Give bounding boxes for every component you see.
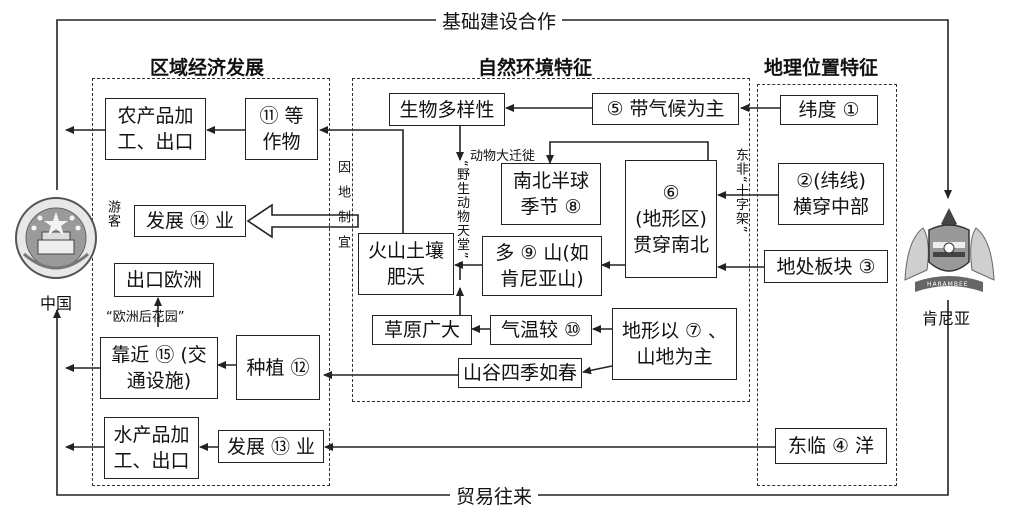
box-shangu-line1: 山谷四季如春 — [462, 362, 577, 384]
box-qiwen-line1: 气温较 ⑩ — [500, 319, 582, 341]
region-nature — [352, 78, 750, 402]
region-nature-title: 自然环境特征 — [478, 57, 593, 79]
china-label: 中国 — [40, 294, 73, 313]
label-dongfei: 东非“十字架” — [733, 148, 748, 234]
region-geo-title: 地理位置特征 — [764, 57, 879, 79]
label-dongwu: 动物大迁徙 — [470, 149, 536, 164]
box-weixian: ②(纬线) 横穿中部 — [778, 163, 884, 225]
box-zuowu-line1: ⑪ 等 — [259, 105, 304, 127]
region-econ-title: 区域经济发展 — [150, 57, 265, 79]
box-bankuai-line1: 地处板块 ③ — [776, 255, 876, 278]
box-dixing7: 地形以 ⑦ 、 山地为主 — [612, 308, 737, 380]
box-dixingqu-line1: ⑥ — [662, 182, 680, 204]
box-fazhan13: 发展 ⑬ 业 — [218, 430, 324, 463]
box-qihou: ⑤ 带气候为主 — [592, 93, 739, 125]
kenya-motto: HARAMBEE — [927, 281, 969, 288]
box-shengwu: 生物多样性 — [389, 93, 505, 126]
box-dixing7-line1: 地形以 ⑦ 、 — [621, 320, 728, 342]
box-shuichan-line1: 水产品加 — [113, 424, 190, 446]
box-nongchan: 农产品加 工、出口 — [105, 98, 206, 160]
box-donglin: 东临 ④ 洋 — [775, 428, 887, 464]
box-duoshan-line2: 肯尼亚山) — [500, 268, 584, 290]
arrow-hollow-fazhan14 — [246, 203, 359, 239]
arrow-huoshan-zuowu — [319, 126, 404, 233]
box-huoshan-line1: 火山土壤 — [367, 240, 444, 262]
bottom-trade-title: 贸易往来 — [450, 482, 539, 509]
label-youke: 游客 — [105, 200, 120, 228]
box-caoyuan-line1: 草原广大 — [383, 319, 460, 341]
box-shuichan-line2: 工、出口 — [113, 450, 190, 472]
box-nanbei-line1: 南北半球 — [512, 170, 589, 192]
box-qiwen: 气温较 ⑩ — [490, 315, 592, 345]
box-chukou: 出口欧洲 — [114, 263, 214, 297]
box-fazhan14-line1: 发展 ⑭ 业 — [145, 210, 235, 232]
box-weixian-line1: ②(纬线) — [796, 170, 866, 192]
label-ouzhou: “欧洲后花园” — [106, 310, 185, 325]
top-cooperation-title: 基础建设合作 — [436, 7, 563, 34]
box-weixian-line2: 横穿中部 — [792, 196, 869, 218]
region-geo — [757, 84, 897, 486]
box-shengwu-line1: 生物多样性 — [399, 98, 495, 121]
box-nongchan-line2: 工、出口 — [117, 131, 194, 153]
box-fazhan13-line1: 发展 ⑬ 业 — [226, 435, 316, 458]
box-chukou-line1: 出口欧洲 — [125, 269, 202, 291]
china-emblem-icon — [15, 197, 97, 279]
box-nanbei-line2: 季节 ⑧ — [520, 196, 582, 218]
box-duoshan-line1: 多 ⑨ 山(如 — [495, 242, 589, 264]
box-weidu: 纬度 ① — [780, 95, 878, 125]
box-nanbei: 南北半球 季节 ⑧ — [501, 163, 601, 225]
box-dixing7-line2: 山地为主 — [636, 346, 713, 368]
box-dixingqu: ⑥ (地形区) 贯穿南北 — [625, 160, 717, 278]
box-caoyuan: 草原广大 — [372, 315, 472, 345]
box-huoshan-line2: 肥沃 — [386, 266, 425, 288]
box-zuowu-line2: 作物 — [262, 131, 301, 153]
label-yesheng: “野生动物天堂” — [454, 160, 469, 260]
box-zhongzhi-line1: 种植 ⑫ — [246, 356, 310, 379]
kenya-emblem-icon — [904, 208, 995, 292]
box-fazhan14: 发展 ⑭ 业 — [134, 205, 246, 237]
kenya-label: 肯尼亚 — [922, 309, 971, 328]
region-econ — [92, 78, 330, 486]
box-weidu-line1: 纬度 ① — [798, 99, 860, 121]
box-donglin-line1: 东临 ④ 洋 — [787, 435, 875, 457]
box-kaojin: 靠近 ⑮ (交 通设施) — [100, 337, 218, 399]
box-shangu: 山谷四季如春 — [458, 358, 582, 388]
arrow-dixingqu-nanbei — [546, 141, 709, 164]
arrow-dixing7-shangu — [582, 365, 613, 375]
label-yinzhi: 因地制宜 — [335, 160, 350, 260]
box-bankuai: 地处板块 ③ — [764, 250, 888, 283]
box-qihou-line1: ⑤ 带气候为主 — [606, 98, 725, 120]
box-nongchan-line1: 农产品加 — [117, 105, 194, 127]
box-huoshan: 火山土壤 肥沃 — [358, 233, 454, 295]
box-shuichan: 水产品加 工、出口 — [104, 417, 199, 479]
box-dixingqu-line3: 贯穿南北 — [632, 234, 709, 256]
box-duoshan: 多 ⑨ 山(如 肯尼亚山) — [482, 236, 602, 296]
box-zuowu: ⑪ 等 作物 — [245, 98, 318, 160]
box-kaojin-line2: 通设施) — [126, 370, 192, 392]
box-kaojin-line1: 靠近 ⑮ (交 — [111, 344, 207, 366]
box-dixingqu-line2: (地形区) — [635, 208, 707, 230]
box-zhongzhi: 种植 ⑫ — [236, 335, 320, 400]
